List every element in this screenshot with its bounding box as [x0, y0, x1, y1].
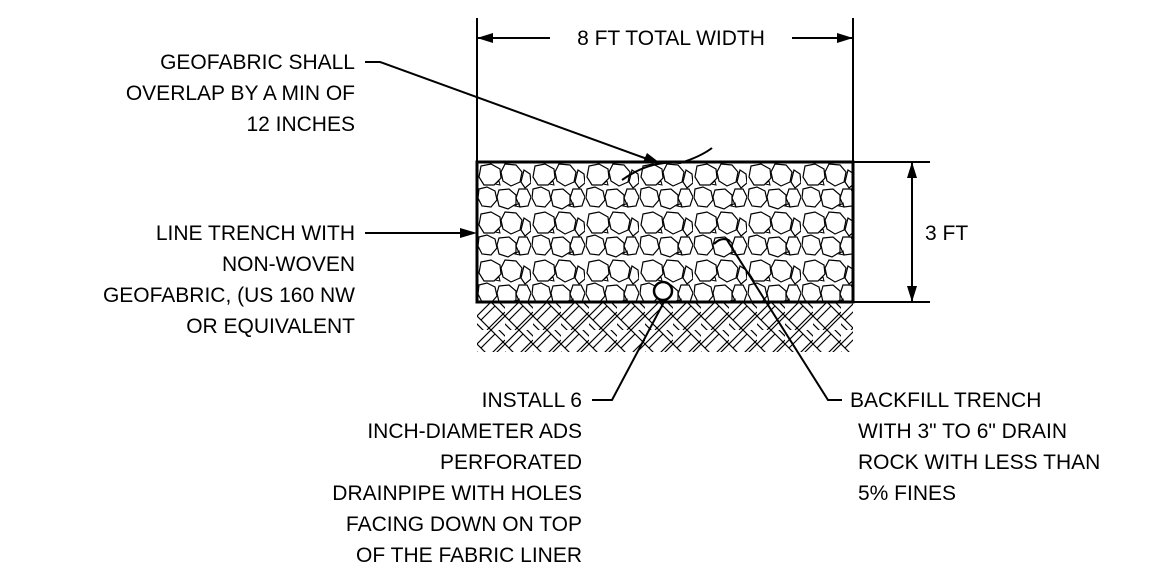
geofabric-overlap-line-2: OVERLAP BY A MIN OF [126, 82, 355, 105]
line-trench-line-1: LINE TRENCH WITH [156, 222, 355, 245]
backfill-line-1: BACKFILL TRENCH [850, 389, 1041, 412]
drainpipe-line-1: INSTALL 6 [482, 389, 582, 412]
line-trench-callout: LINE TRENCH WITH NON-WOVEN GEOFABRIC, (U… [103, 222, 477, 338]
drainpipe-line-4: DRAINPIPE WITH HOLES [332, 482, 582, 505]
width-label: 8 FT TOTAL WIDTH [577, 27, 765, 50]
line-trench-line-4: OR EQUIVALENT [186, 315, 355, 338]
drain-rock-backfill [475, 160, 855, 304]
geofabric-overlap-line-1: GEOFABRIC SHALL [160, 51, 355, 74]
width-dimension: 8 FT TOTAL WIDTH [476, 18, 854, 162]
drainpipe-line-3: PERFORATED [440, 451, 582, 474]
drainpipe-line-6: OF THE FABRIC LINER [356, 544, 582, 567]
drainpipe-callout: INSTALL 6 INCH-DIAMETER ADS PERFORATED D… [332, 299, 666, 567]
drainpipe-line-5: FACING DOWN ON TOP [346, 513, 582, 536]
backfill-line-4: 5% FINES [858, 482, 956, 505]
line-trench-line-3: GEOFABRIC, (US 160 NW [103, 284, 355, 307]
drainpipe-line-2: INCH-DIAMETER ADS [367, 420, 582, 443]
geofabric-overlap-callout: GEOFABRIC SHALL OVERLAP BY A MIN OF 12 I… [126, 51, 713, 181]
backfill-callout: BACKFILL TRENCH WITH 3" TO 6" DRAIN ROCK… [713, 238, 1100, 505]
line-trench-line-2: NON-WOVEN [222, 253, 355, 276]
geofabric-overlap-line-3: 12 INCHES [246, 113, 355, 136]
backfill-line-2: WITH 3" TO 6" DRAIN [858, 420, 1067, 443]
drainpipe-symbol [652, 280, 674, 302]
depth-dimension: 3 FT [853, 161, 968, 303]
native-soil [477, 302, 853, 352]
depth-label: 3 FT [925, 222, 968, 245]
backfill-line-3: ROCK WITH LESS THAN [858, 451, 1100, 474]
